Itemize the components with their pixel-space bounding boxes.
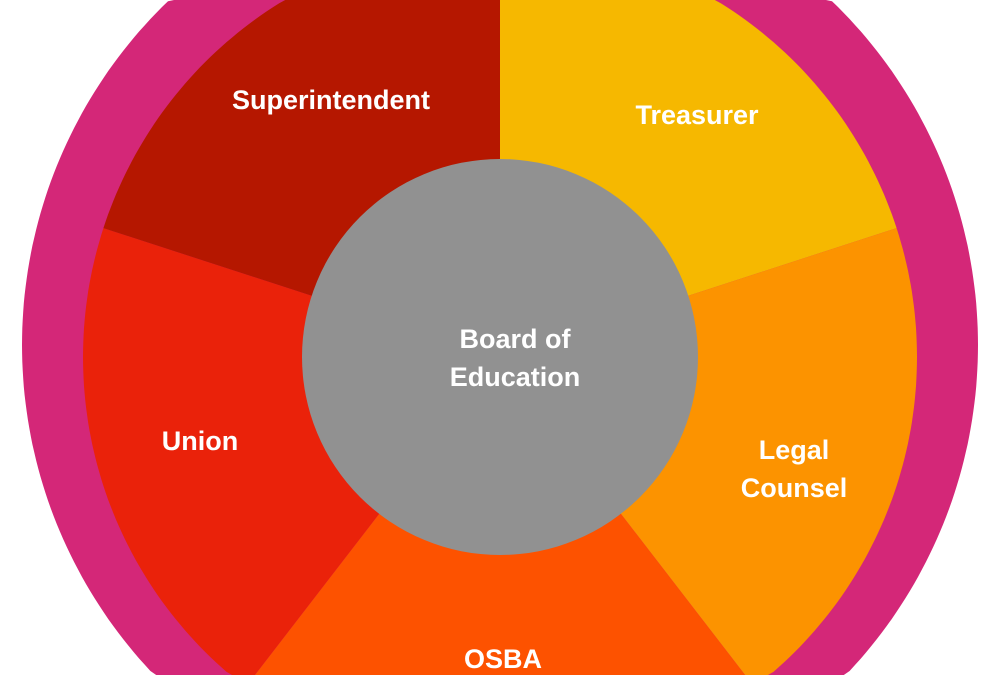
segment-label-legal-line1: Legal <box>759 435 830 465</box>
center-label-line1: Board of <box>460 324 572 354</box>
segment-label-union: Union <box>162 426 238 456</box>
segment-label-treasurer: Treasurer <box>635 100 759 130</box>
center-label-line2: Education <box>450 362 581 392</box>
segment-label-legal-line2: Counsel <box>741 473 848 503</box>
board-of-education-circle <box>302 159 698 555</box>
segment-label-osba: OSBA <box>464 644 542 674</box>
segment-label-superintendent: Superintendent <box>232 85 430 115</box>
